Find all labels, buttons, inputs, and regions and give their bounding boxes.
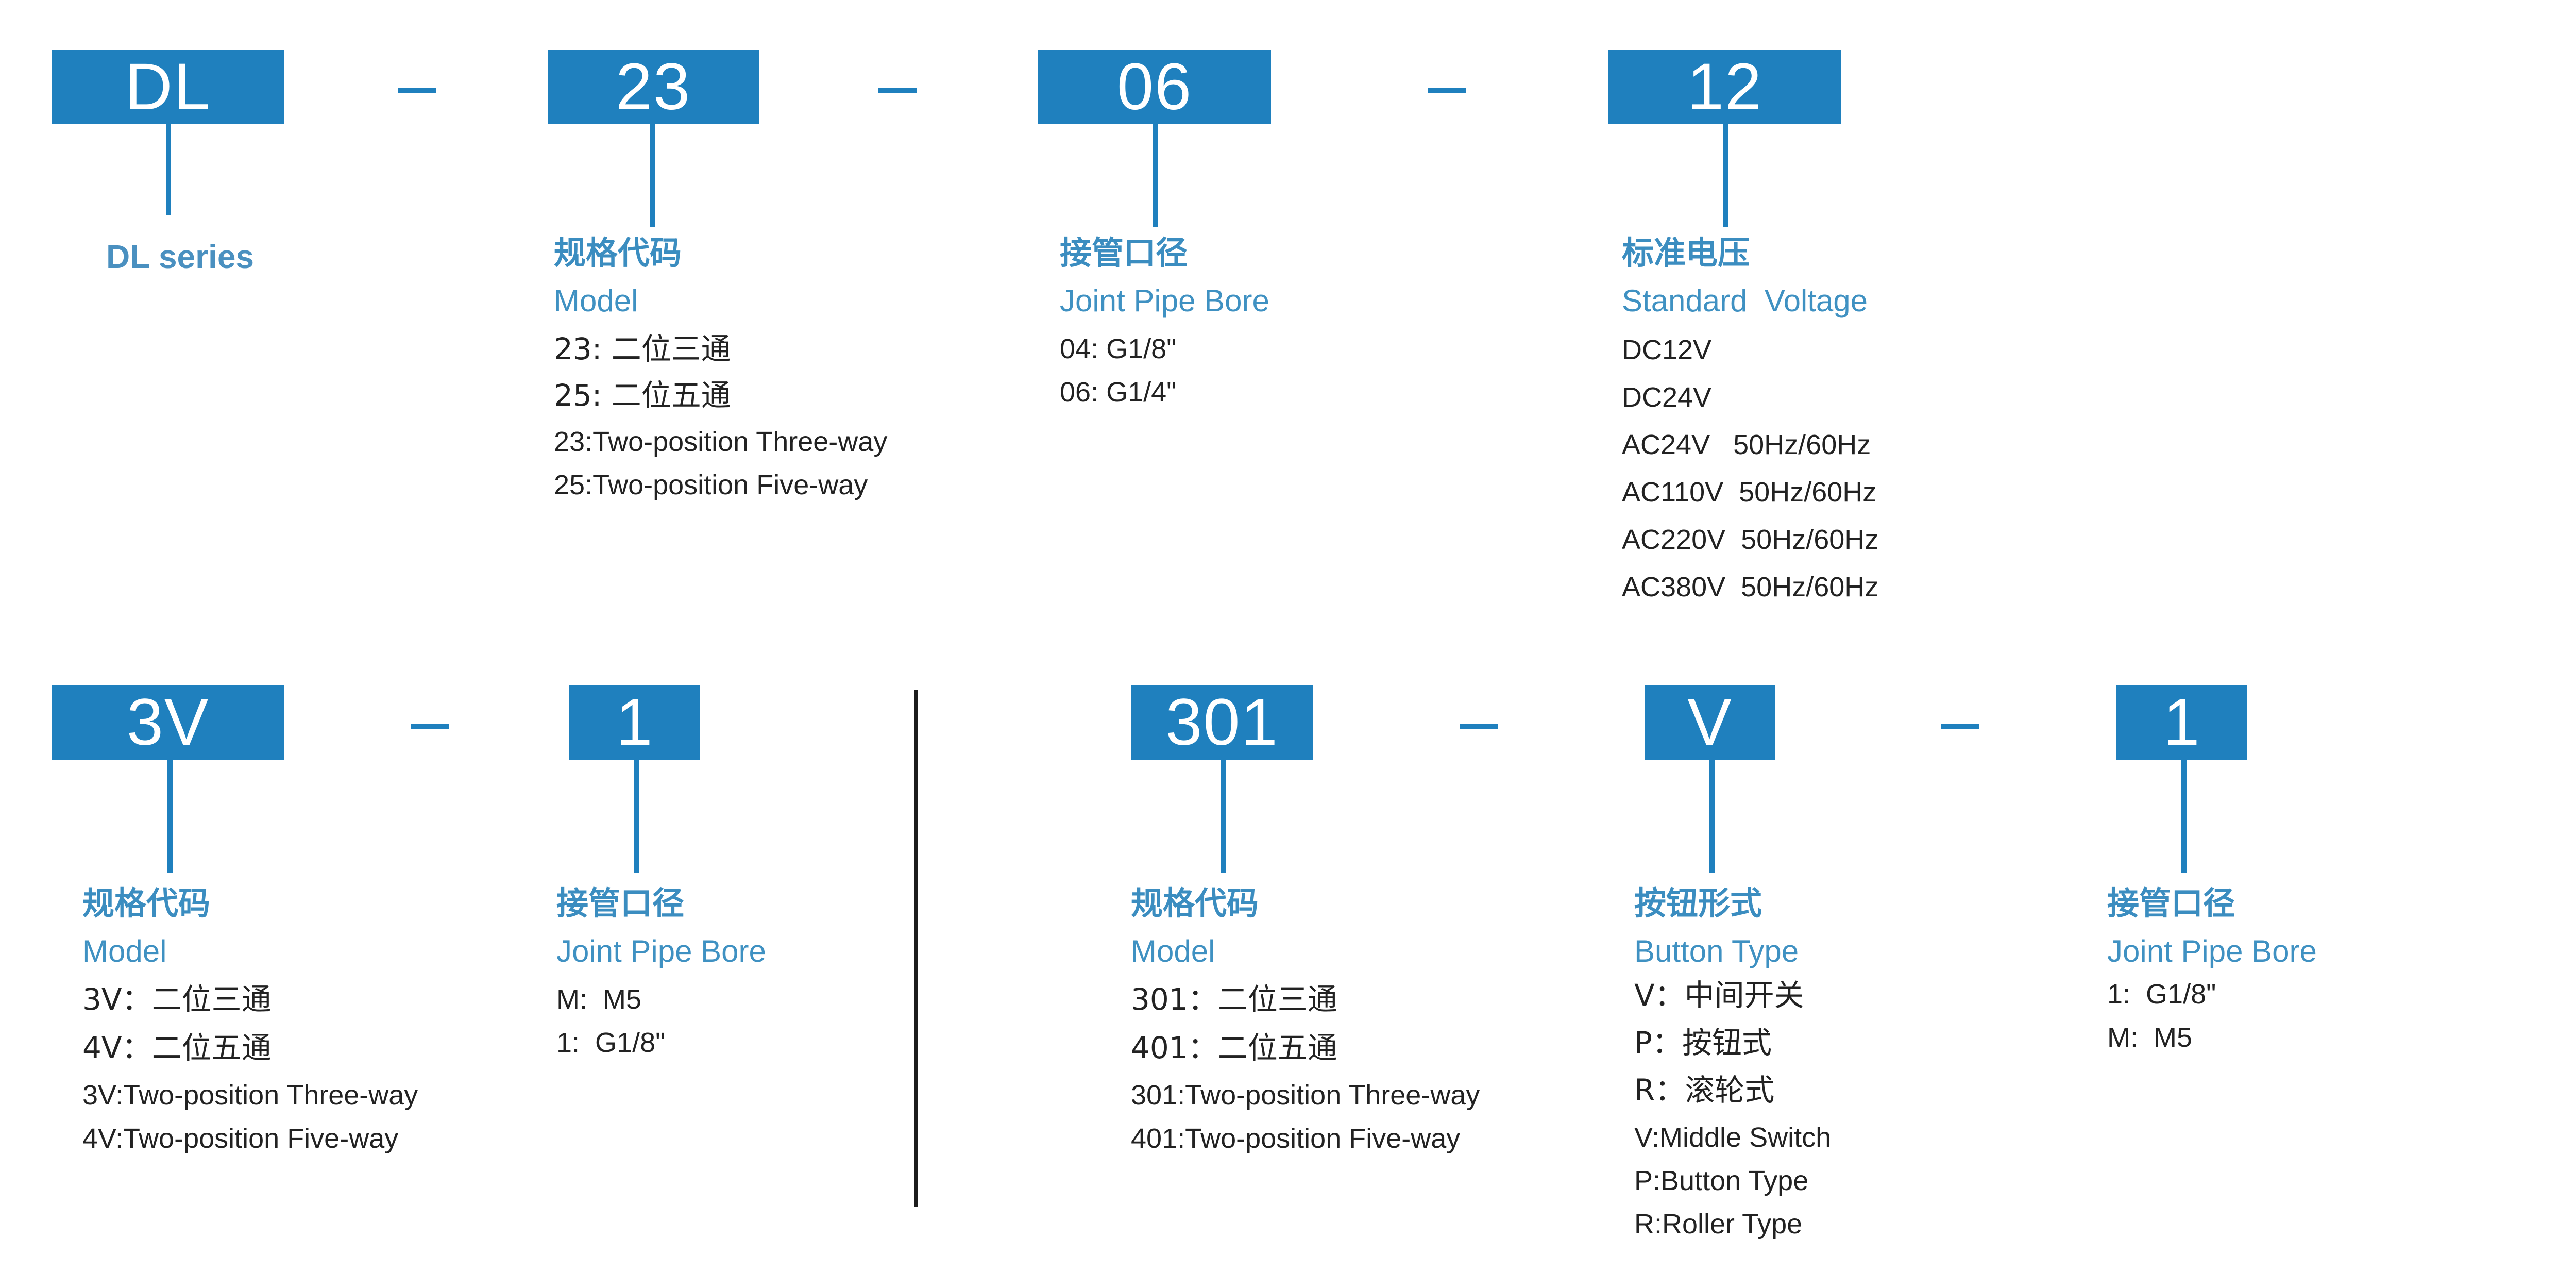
option-line: 4V:Two-position Five-way (82, 1123, 399, 1154)
bore-title-en: Joint Pipe Bore (1060, 283, 1269, 318)
option-line: DC24V (1622, 382, 1712, 413)
option-line: 1: G1/8" (2107, 979, 2216, 1010)
bore-title-zh: 接管口径 (1060, 234, 1188, 272)
option-line: R:Roller Type (1634, 1209, 1803, 1240)
option-line: AC24V 50Hz/60Hz (1622, 429, 1871, 460)
valve-spec-title-zh: 规格代码 (1131, 884, 1259, 922)
code-box-model: 23 (548, 50, 759, 124)
button-type-description: 按钮形式 Button Type V：中间开关 P：按钮式 R：滚轮式 V:Mi… (1634, 888, 1831, 1238)
button-type-title-en: Button Type (1634, 934, 1799, 968)
connector-line (167, 759, 173, 873)
option-line: 23:Two-position Three-way (554, 426, 888, 457)
separator-dash (878, 88, 917, 93)
valve-spec-description: 规格代码 Model 301：二位三通 401：二位五通 301:Two-pos… (1131, 884, 1480, 1154)
option-line: P:Button Type (1634, 1165, 1809, 1196)
option-line: 3V：二位三通 (82, 982, 272, 1017)
code-box-bore: 06 (1038, 50, 1271, 124)
connector-line (634, 759, 639, 873)
pipe-bore-description: 接管口径 Joint Pipe Bore 1: G1/8" M: M5 (2107, 884, 2317, 1053)
connector-line (1153, 124, 1158, 227)
option-line: V:Middle Switch (1634, 1122, 1832, 1153)
separator-dash (411, 724, 449, 729)
option-line: 401:Two-position Five-way (1131, 1123, 1461, 1154)
section-divider (914, 690, 918, 1207)
pipe-bore-title-en: Joint Pipe Bore (2107, 934, 2317, 968)
option-line: AC110V 50Hz/60Hz (1622, 477, 1877, 508)
option-line: V：中间开关 (1634, 978, 1804, 1013)
port-description: 接管口径 Joint Pipe Bore M: M5 1: G1/8" (556, 888, 766, 1057)
separator-dash (1428, 88, 1466, 93)
voltage-description: 标准电压 Standard Voltage DC12V DC24V AC24V … (1622, 237, 1878, 601)
voltage-title-zh: 标准电压 (1622, 234, 1750, 272)
option-line: DC12V (1622, 334, 1712, 365)
code-box-button: V (1645, 685, 1775, 760)
spec-description: 规格代码 Model 3V：二位三通 4V：二位五通 3V:Two-positi… (82, 884, 418, 1154)
option-line: AC220V 50Hz/60Hz (1622, 524, 1879, 555)
connector-line (1723, 124, 1728, 227)
separator-dash (1941, 724, 1979, 729)
code-box-pipe: 1 (2116, 685, 2247, 760)
option-line: 04: G1/8" (1060, 333, 1177, 364)
series-description: DL series (106, 240, 254, 273)
option-line: P：按钮式 (1634, 1025, 1772, 1060)
option-line: 23: 二位三通 (554, 331, 731, 366)
voltage-title-en: Standard Voltage (1622, 283, 1868, 318)
valve-spec-title-en: Model (1131, 934, 1215, 968)
separator-dash (1460, 724, 1498, 729)
separator-dash (398, 88, 436, 93)
option-line: 4V：二位五通 (82, 1030, 272, 1065)
series-title: DL series (106, 238, 254, 275)
option-line: R：滚轮式 (1634, 1073, 1775, 1108)
model-title-zh: 规格代码 (554, 234, 682, 272)
connector-line (166, 124, 171, 215)
spec-title-zh: 规格代码 (82, 884, 211, 922)
spec-title-en: Model (82, 934, 167, 968)
port-title-zh: 接管口径 (556, 884, 685, 922)
bore-description: 接管口径 Joint Pipe Bore 04: G1/8" 06: G1/4" (1060, 234, 1269, 408)
code-box-port: 1 (569, 685, 700, 760)
connector-line (1709, 759, 1715, 873)
option-line: 25: 二位五通 (554, 378, 731, 413)
code-box-spec: 3V (52, 685, 284, 760)
option-line: 3V:Two-position Three-way (82, 1080, 418, 1111)
pipe-bore-title-zh: 接管口径 (2107, 884, 2235, 922)
model-description: 规格代码 Model 23: 二位三通 25: 二位五通 23:Two-posi… (554, 237, 887, 499)
code-box-series: DL (52, 50, 284, 124)
button-type-title-zh: 按钮形式 (1634, 884, 1762, 922)
code-box-voltage: 12 (1608, 50, 1841, 124)
option-line: M: M5 (556, 984, 642, 1015)
port-title-en: Joint Pipe Bore (556, 934, 766, 968)
option-line: AC380V 50Hz/60Hz (1622, 572, 1879, 602)
option-line: 301：二位三通 (1131, 982, 1337, 1017)
connector-line (2181, 759, 2187, 873)
option-line: 06: G1/4" (1060, 377, 1177, 408)
option-line: M: M5 (2107, 1022, 2193, 1053)
option-line: 401：二位五通 (1131, 1030, 1337, 1065)
option-line: 25:Two-position Five-way (554, 470, 868, 500)
connector-line (1221, 759, 1226, 873)
option-line: 1: G1/8" (556, 1027, 666, 1058)
connector-line (650, 124, 655, 227)
code-box-valve-spec: 301 (1131, 685, 1313, 760)
option-line: 301:Two-position Three-way (1131, 1080, 1480, 1111)
model-title-en: Model (554, 283, 638, 318)
